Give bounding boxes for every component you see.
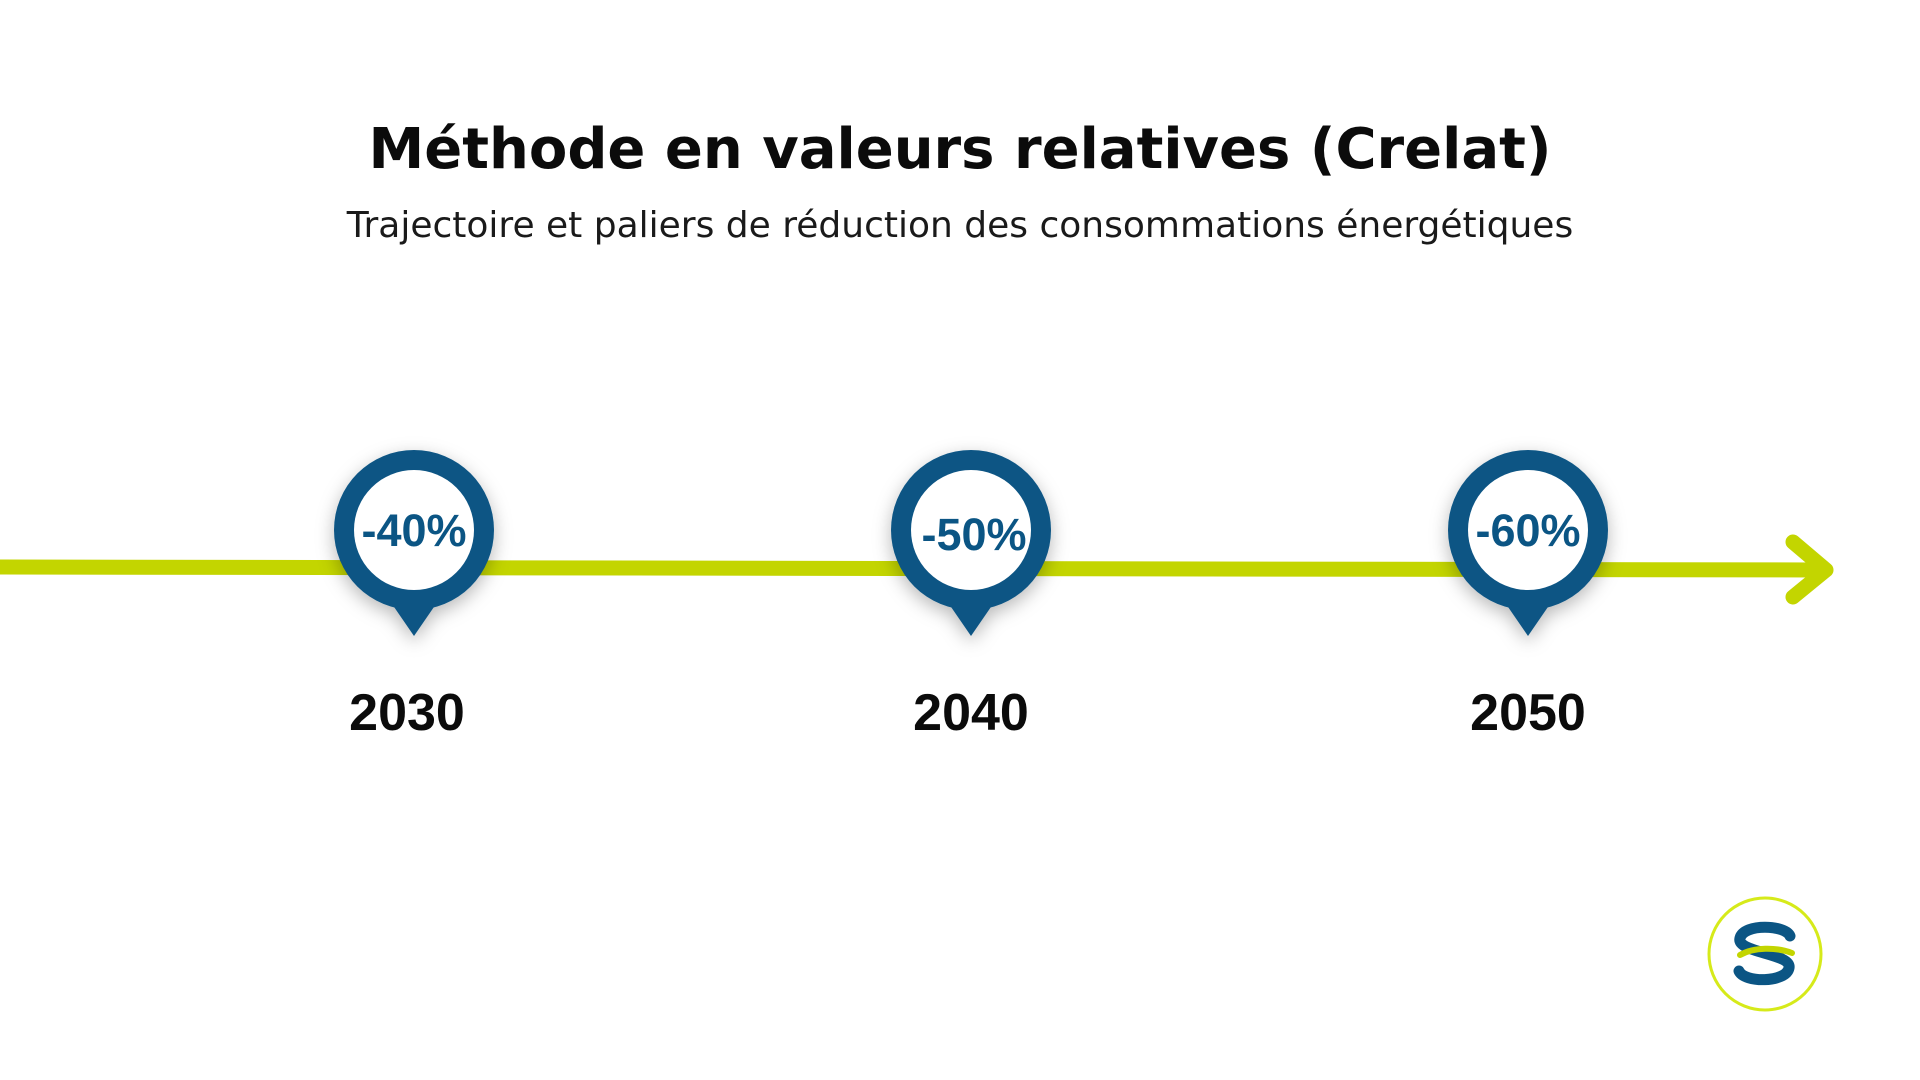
milestone-pin: -50% bbox=[891, 450, 1051, 636]
milestone-year: 2030 bbox=[349, 684, 465, 742]
milestone-year: 2050 bbox=[1470, 684, 1586, 742]
milestone-pin: -40% bbox=[334, 450, 494, 636]
milestone-pin-label: -40% bbox=[361, 505, 466, 556]
page-title: Méthode en valeurs relatives (Crelat) bbox=[368, 117, 1552, 182]
milestone-pin: -60% bbox=[1448, 450, 1608, 636]
milestone-pin-label: -60% bbox=[1475, 505, 1580, 556]
s-logo-icon bbox=[1707, 896, 1823, 1012]
timeline-arrow-head-icon bbox=[1785, 534, 1834, 605]
milestone-pin-label: -50% bbox=[921, 509, 1026, 560]
page-subtitle: Trajectoire et paliers de réduction des … bbox=[346, 205, 1574, 246]
milestone-year: 2040 bbox=[913, 684, 1029, 742]
